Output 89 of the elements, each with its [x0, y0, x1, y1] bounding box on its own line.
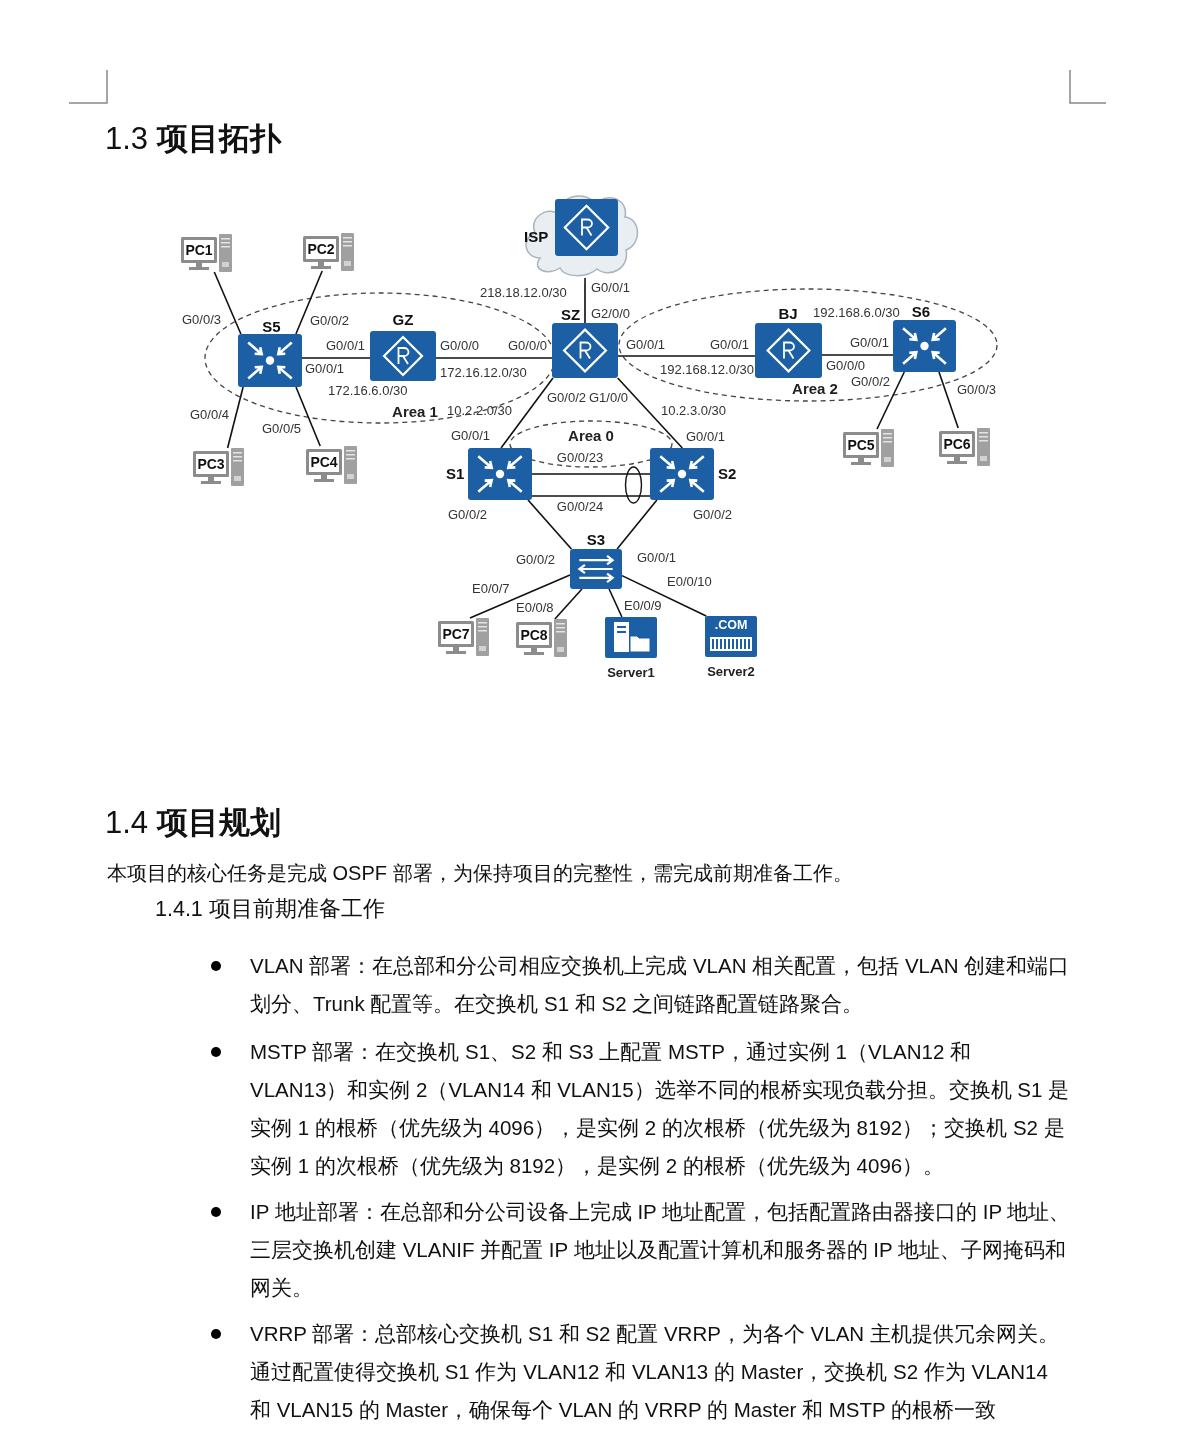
device-label: PC1 — [185, 243, 213, 257]
port-label: G0/0/1 — [451, 429, 491, 443]
port-label: G2/0/0 — [591, 307, 631, 321]
port-label: E0/0/10 — [667, 575, 712, 589]
edge-label: G0/0/23 — [556, 451, 604, 465]
device-label: PC4 — [310, 455, 338, 469]
network-link — [213, 271, 242, 335]
area-label: Area 2 — [792, 381, 838, 396]
device-label: PC8 — [520, 628, 548, 642]
subsection-heading: 1.4.1 项目前期准备工作 — [155, 896, 385, 923]
port-label: G0/0/2 — [547, 391, 587, 405]
network-link — [469, 574, 571, 619]
network-link — [500, 377, 554, 449]
device-label: PC3 — [197, 457, 225, 471]
network-link — [531, 473, 651, 475]
network-link — [295, 386, 321, 447]
port-label: G0/0/2 — [310, 314, 350, 328]
section-heading: 1.3 项目拓扑 — [105, 121, 281, 157]
port-label: G1/0/0 — [589, 391, 629, 405]
device-label: ISP — [524, 229, 549, 244]
list-item-text: VLAN 部署：在总部和分公司相应交换机上完成 VLAN 相关配置，包括 VLAN 创建和端口划分、Trunk 配置等。在交换机 S1 和 S2 之间链路配置链路聚合。 — [250, 953, 1071, 1017]
area-label: Area 1 — [392, 404, 438, 419]
list-item-text: VRRP 部署：总部核心交换机 S1 和 S2 配置 VRRP，为各个 VLAN 主机提供冗余网关。通过配置使得交换机 S1 作为 VLAN12 和 VLAN13 的 Master，交换机 S2 作为 VLAN14 和 VLAN15 的 Master，确保每个 VLAN 的 VRRP 的 Master 和 MSTP 的根桥一致 — [250, 1321, 1060, 1423]
port-label: G0/0/2 — [516, 553, 556, 567]
network-link — [554, 588, 583, 620]
paragraph: 本项目的核心任务是完成 OSPF 部署，为保持项目的完整性，需完成前期准备工作。 — [107, 861, 853, 886]
device-label: S2 — [718, 466, 737, 481]
network-link — [616, 377, 684, 449]
network-link — [295, 270, 323, 335]
network-link — [527, 499, 573, 550]
port-label: G0/0/1 — [637, 551, 677, 565]
edge-label: G0/0/24 — [556, 500, 604, 514]
network-link — [608, 588, 623, 618]
device-label: PC6 — [943, 437, 971, 451]
port-label: G0/0/1 — [326, 339, 366, 353]
port-label: E0/0/7 — [472, 582, 510, 596]
device-label: GZ — [392, 312, 414, 327]
domain-label: .COM — [714, 619, 748, 632]
port-label: G0/0/0 — [508, 339, 548, 353]
network-link — [301, 357, 371, 359]
device-label: S1 — [446, 466, 465, 481]
device-label: S5 — [262, 319, 281, 334]
edge-label: 172.16.12.0/30 — [440, 366, 527, 380]
port-label: G0/0/1 — [626, 338, 666, 352]
port-label: G0/0/1 — [710, 338, 750, 352]
device-label: S3 — [586, 532, 606, 547]
device-label: Server2 — [707, 665, 755, 678]
port-label: G0/0/3 — [182, 313, 222, 327]
network-link — [821, 354, 894, 356]
network-link — [621, 574, 707, 617]
edge-label: 192.168.12.0/30 — [660, 363, 754, 377]
device-label: PC5 — [847, 438, 875, 452]
port-label: G0/0/0 — [826, 359, 866, 373]
network-link — [616, 499, 658, 550]
area-label: Area 0 — [568, 428, 614, 443]
network-link — [435, 357, 553, 359]
port-label: G0/0/0 — [440, 339, 480, 353]
port-label: G0/0/1 — [686, 430, 726, 444]
network-link — [617, 355, 756, 357]
port-label: E0/0/9 — [624, 599, 662, 613]
port-label: G0/0/5 — [262, 422, 302, 436]
section-heading: 1.4 项目规划 — [105, 805, 281, 841]
port-label: G0/0/1 — [591, 281, 631, 295]
list-item-text: IP 地址部署：在总部和分公司设备上完成 IP 地址配置，包括配置路由器接口的 IP 地址、三层交换机创建 VLANIF 并配置 IP 地址以及配置计算机和服务器的 IP 地址、子网掩码和网关。 — [250, 1199, 1072, 1301]
port-label: G0/0/1 — [850, 336, 890, 350]
network-link — [226, 386, 244, 449]
device-label: SZ — [560, 307, 581, 322]
network-link — [584, 277, 586, 324]
port-label: G0/0/4 — [190, 408, 230, 422]
port-label: G0/0/2 — [851, 375, 891, 389]
device-label: PC7 — [442, 627, 470, 641]
device-label: Server1 — [607, 666, 655, 679]
edge-label: 10.2.3.0/30 — [661, 404, 727, 418]
port-label: G0/0/2 — [448, 508, 488, 522]
port-label: G0/0/2 — [693, 508, 733, 522]
port-label: G0/0/3 — [957, 383, 997, 397]
device-label: BJ — [778, 306, 798, 321]
edge-label: 218.18.12.0/30 — [480, 286, 567, 300]
port-label: G0/0/1 — [305, 362, 345, 376]
edge-label: 172.16.6.0/30 — [328, 384, 408, 398]
list-item-text: MSTP 部署：在交换机 S1、S2 和 S3 上配置 MSTP，通过实例 1（VLAN12 和 VLAN13）和实例 2（VLAN14 和 VLAN15）选举不同的根桥实现负载分担。交换机 S1 是实例 1 的根桥（优先级为 4096），是实例 2 的次根桥（优先级为 8192）；交换机 S2 是实例 1 的次根桥（优先级为 8192），是实例 2 的根桥（优先级为 4096）。 — [250, 1039, 1071, 1179]
device-label: S6 — [911, 304, 931, 319]
port-label: E0/0/8 — [516, 601, 554, 615]
network-link — [876, 371, 906, 430]
network-link — [531, 495, 651, 497]
edge-label: 10.2.2.0/30 — [447, 404, 513, 418]
network-link — [938, 371, 959, 429]
device-label: PC2 — [307, 242, 335, 256]
edge-label: 192.168.6.0/30 — [813, 306, 900, 320]
